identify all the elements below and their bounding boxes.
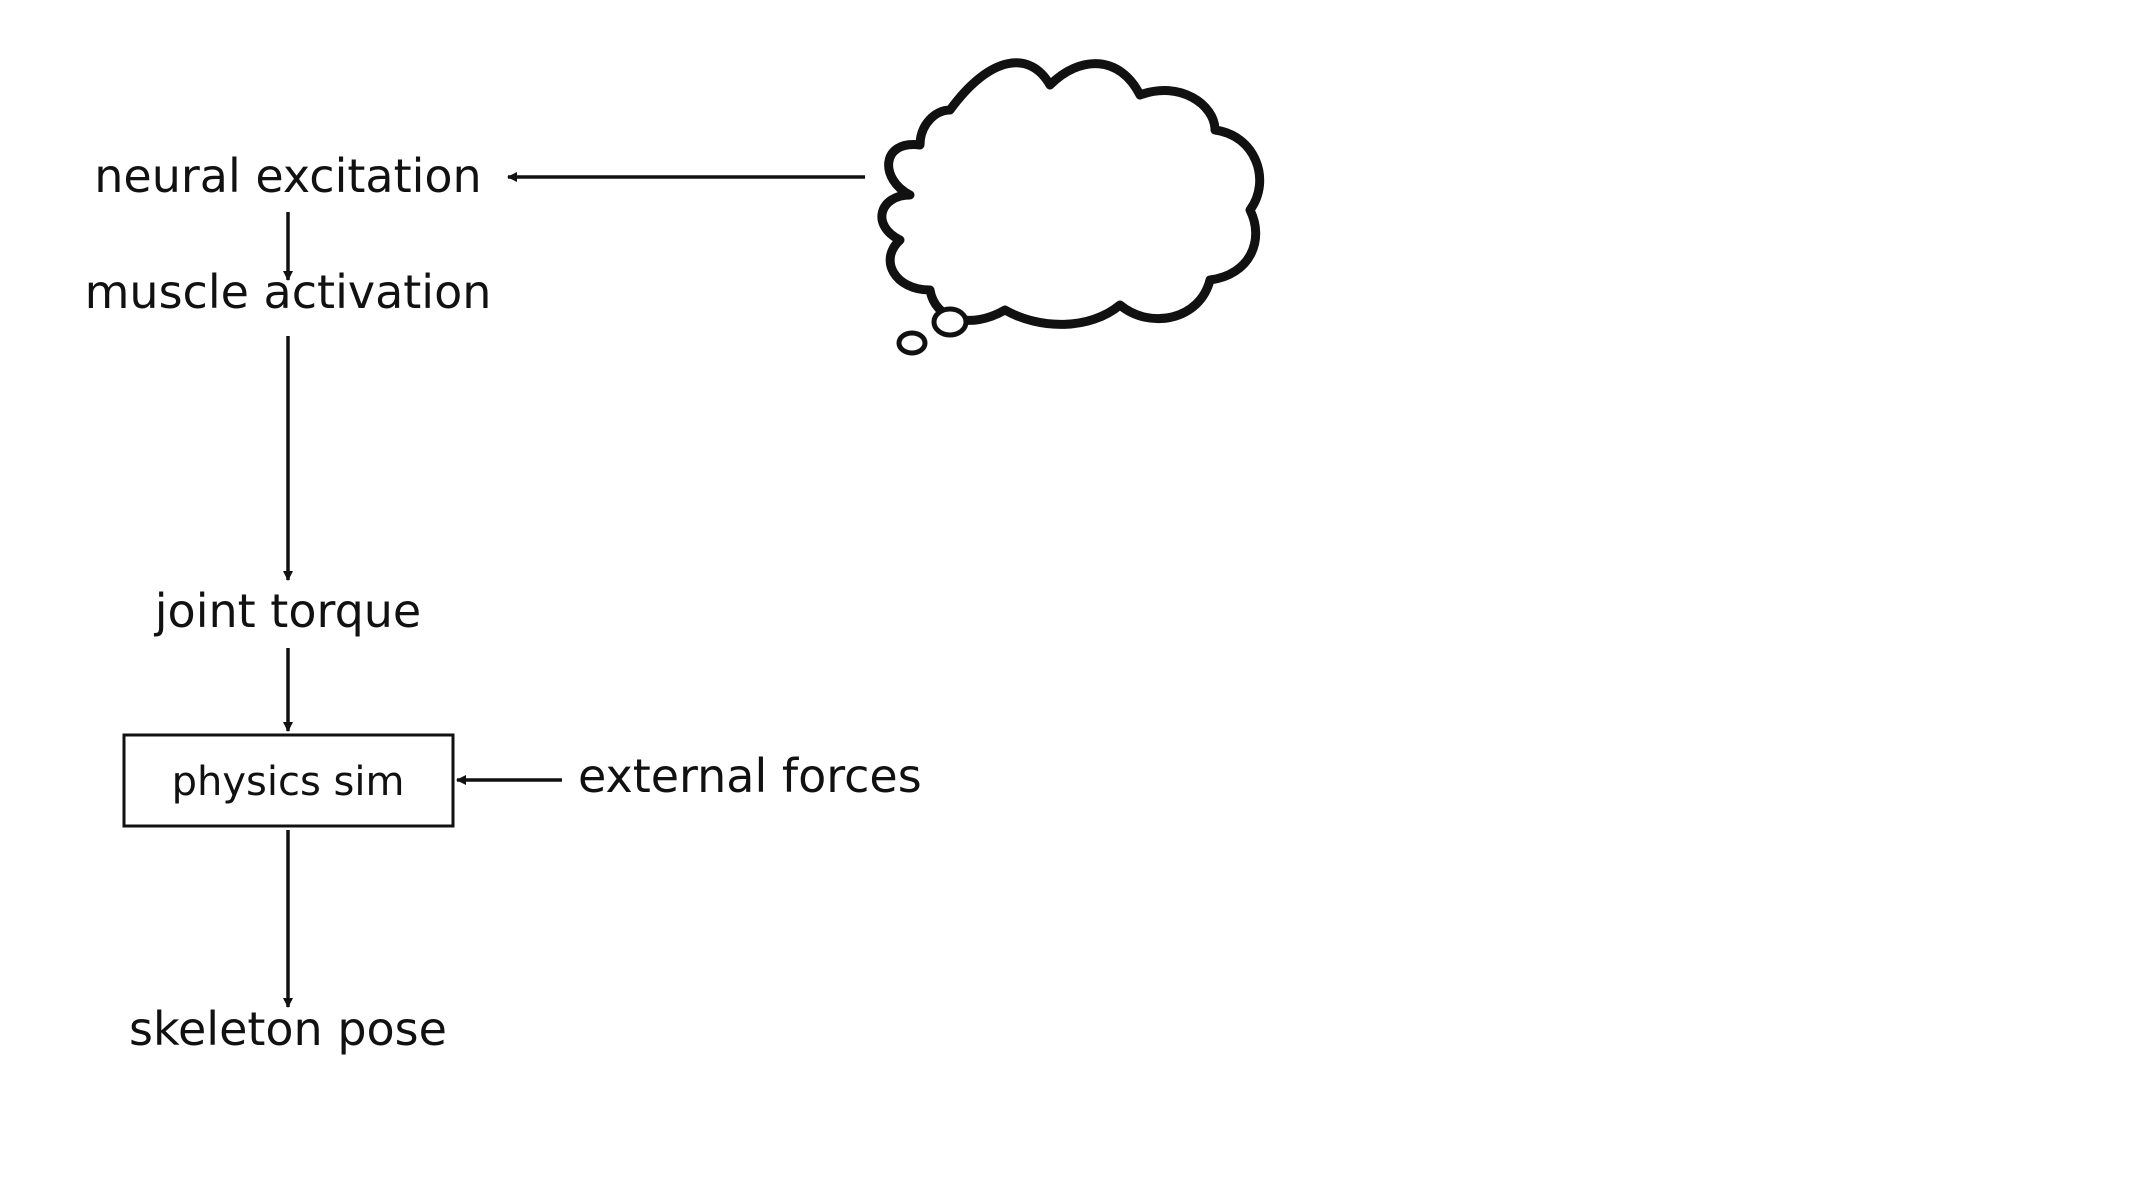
thought-bubble-dot-small	[896, 330, 928, 356]
external-forces-label: external forces	[578, 749, 922, 803]
thought-bubble-dot-large	[931, 306, 969, 338]
neural-excitation-label: neural excitation	[94, 149, 481, 203]
skeleton-pose-label: skeleton pose	[129, 1002, 447, 1056]
physics-sim-box	[122, 733, 455, 828]
joint-torque-label: joint torque	[154, 584, 421, 638]
physics-sim-label: physics sim	[172, 759, 405, 805]
thought-cloud-icon	[877, 58, 1265, 356]
